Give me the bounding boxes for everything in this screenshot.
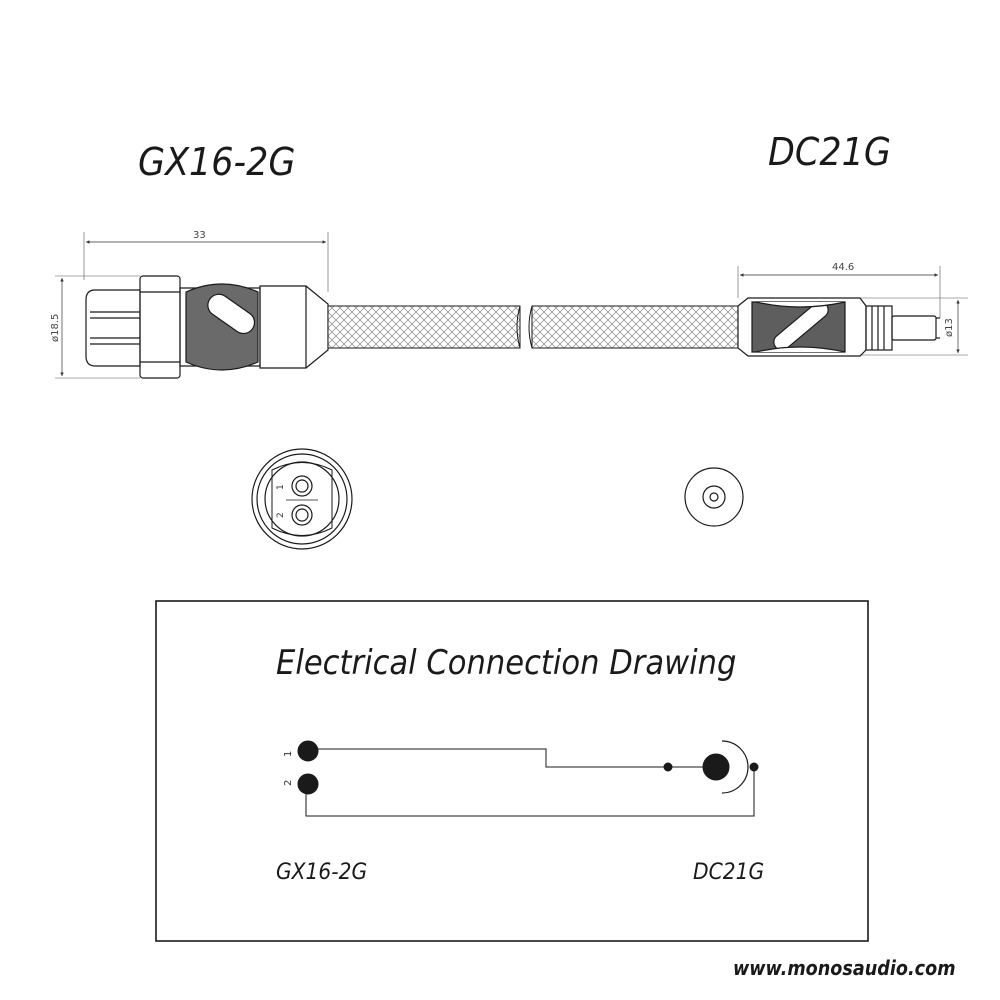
dc21-side-view	[737, 266, 968, 357]
panel-label-dc21: DC21G	[693, 860, 765, 885]
gx16-end-view	[251, 448, 353, 550]
dc21-title: DC21G	[768, 130, 891, 174]
cable-segment-right	[531, 305, 739, 349]
connection-drawing-heading: Electrical Connection Drawing	[276, 643, 737, 683]
gx16-plug-tip	[85, 289, 141, 367]
gx16-pin-1	[291, 475, 313, 497]
schematic-dc-sleeve-arc	[721, 740, 749, 794]
dc21-pin-barrel	[891, 315, 937, 341]
dim-label-33: 33	[193, 230, 206, 241]
dc21-collar	[865, 305, 893, 351]
cable	[327, 305, 739, 349]
gx16-title: GX16-2G	[138, 140, 296, 184]
schematic-pin-label-1: 1	[283, 751, 294, 757]
dc21-end-outer	[684, 467, 744, 527]
dc21-end-pin	[709, 492, 719, 502]
dim-label-18-5: ø18.5	[50, 313, 61, 342]
schematic-pin-label-2: 2	[283, 780, 294, 786]
wire-pin-1	[308, 748, 668, 768]
gx16-coupling-nut	[139, 275, 181, 379]
website-url: www.monosaudio.com	[733, 956, 956, 980]
schematic-dc-node	[663, 762, 673, 772]
gx16-end-outer-ring	[251, 448, 353, 550]
gx16-pin-label-2: 2	[276, 512, 286, 518]
wiring-diagram	[297, 740, 759, 817]
dc21-end-middle	[702, 485, 726, 509]
dc21-end-view	[684, 467, 744, 527]
gx16-pin-label-1: 1	[276, 484, 286, 490]
gx16-rear-sleeve	[259, 285, 329, 369]
connection-panel-frame	[155, 600, 869, 942]
schematic-pin-2	[297, 773, 319, 795]
gx16-pin-2	[291, 504, 313, 526]
gx16-grip	[185, 283, 259, 371]
schematic-pin-1	[297, 740, 319, 762]
dim-label-13: ø13	[944, 318, 955, 337]
schematic-dc-center	[702, 753, 730, 781]
schematic-dc-sleeve-node	[749, 762, 759, 772]
cable-segment-left	[327, 305, 521, 349]
dim-label-44-6: 44.6	[832, 262, 855, 273]
gx16-grip-slot	[207, 293, 256, 335]
panel-label-gx16: GX16-2G	[276, 860, 368, 885]
gx16-side-view	[55, 232, 329, 379]
wire-pin-2	[305, 767, 755, 817]
